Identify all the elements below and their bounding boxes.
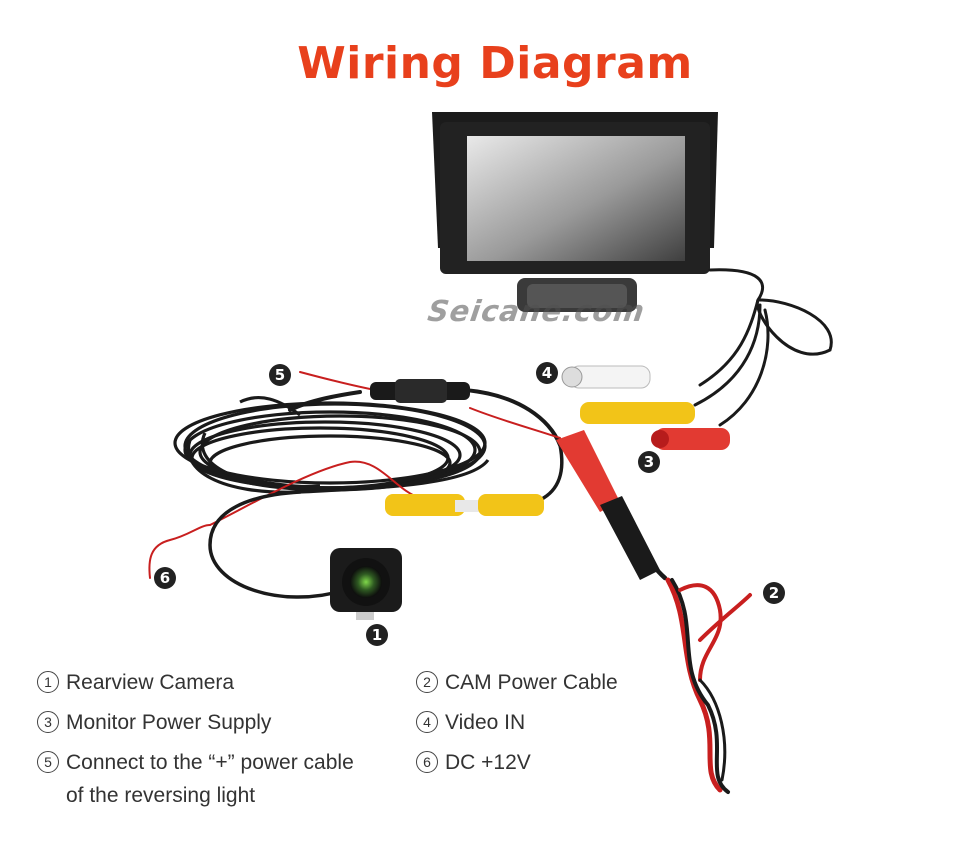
- legend-item-monitor-power-supply: 3 Monitor Power Supply: [37, 706, 271, 739]
- legend-number: 3: [37, 711, 59, 733]
- page-title: Wiring Diagram: [297, 38, 693, 89]
- legend-label: CAM Power Cable: [445, 671, 618, 694]
- inline-plug: [370, 379, 470, 403]
- red-power-plug: [556, 430, 660, 580]
- legend-item-video-in: 4 Video IN: [416, 706, 525, 739]
- legend-label: Monitor Power Supply: [66, 711, 272, 734]
- rca-monitor: [561, 365, 730, 450]
- cables: [148, 268, 833, 794]
- legend-number: 2: [416, 671, 438, 693]
- rearview-camera: [330, 548, 402, 620]
- cable-coil: [173, 395, 490, 494]
- legend-number: 1: [37, 671, 59, 693]
- watermark: Seicane.com: [425, 294, 648, 328]
- legend-item-cam-power-cable: 2 CAM Power Cable: [416, 666, 618, 699]
- legend-label: Connect to the “+” power cable of the re…: [66, 751, 354, 807]
- callout-4: 4: [536, 362, 558, 384]
- legend-label: Video IN: [445, 711, 526, 734]
- callout-2: 2: [763, 582, 785, 604]
- legend-number: 5: [37, 751, 59, 773]
- legend-item-dc-12v: 6 DC +12V: [416, 746, 531, 779]
- callout-5: 5: [269, 364, 291, 386]
- legend-item-reversing-light: 5 Connect to the “+” power cable of the …: [37, 746, 354, 812]
- callout-1: 1: [366, 624, 388, 646]
- legend-number: 6: [416, 751, 438, 773]
- legend-label: DC +12V: [445, 751, 531, 774]
- monitor: [432, 112, 718, 312]
- legend-item-rearview-camera: 1 Rearview Camera: [37, 666, 234, 699]
- callout-6: 6: [154, 567, 176, 589]
- rca-yellow-coil: [385, 494, 544, 516]
- legend-label: Rearview Camera: [66, 671, 235, 694]
- legend-number: 4: [416, 711, 438, 733]
- callout-3: 3: [638, 451, 660, 473]
